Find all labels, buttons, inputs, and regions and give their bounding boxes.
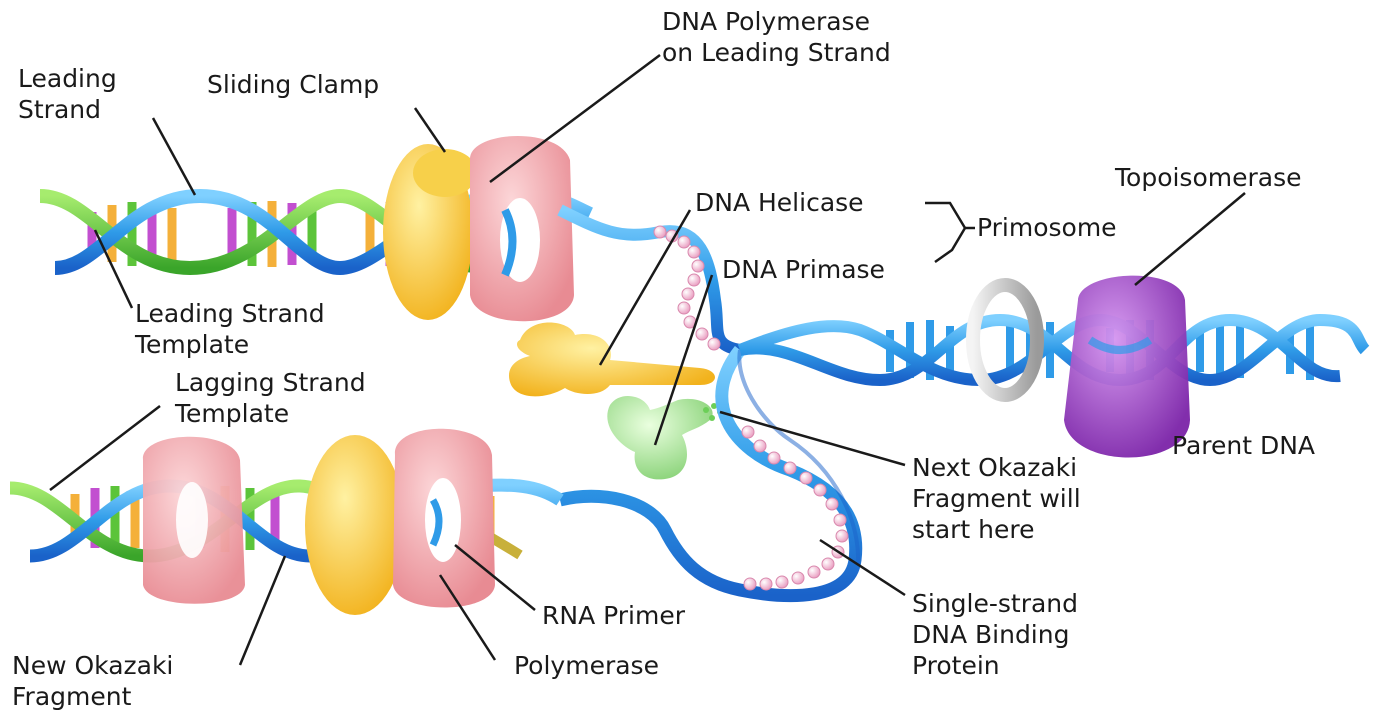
label-topoisomerase: Topoisomerase: [1115, 162, 1302, 193]
label-dna-polymerase-leading: DNA Polymerase on Leading Strand: [662, 6, 891, 68]
polymerase-lagging-left: [143, 437, 245, 604]
label-next-okazaki: Next Okazaki Fragment will start here: [912, 452, 1081, 545]
label-new-okazaki-line1: New Okazaki: [12, 650, 173, 681]
label-ssb-line2: DNA Binding: [912, 619, 1078, 650]
label-leading-strand: Leading Strand: [18, 63, 117, 125]
label-next-okazaki-line2: Fragment will: [912, 483, 1081, 514]
label-new-okazaki: New Okazaki Fragment: [12, 650, 173, 712]
polymerase-leading: [470, 136, 574, 321]
label-lagging-strand-template: Lagging Strand Template: [175, 367, 366, 429]
label-dna-primase: DNA Primase: [722, 254, 885, 285]
label-leading-strand-template-line1: Leading Strand: [135, 298, 325, 329]
parent-dna-helix: [740, 320, 1365, 380]
label-primosome: Primosome: [977, 212, 1117, 243]
label-sliding-clamp: Sliding Clamp: [207, 69, 379, 100]
label-new-okazaki-line2: Fragment: [12, 681, 173, 712]
label-rna-primer: RNA Primer: [542, 600, 685, 631]
label-leading-strand-line1: Leading: [18, 63, 117, 94]
label-parent-dna: Parent DNA: [1172, 430, 1315, 461]
sliding-clamp-bottom: [305, 435, 405, 615]
label-leading-strand-template-line2: Template: [135, 329, 325, 360]
label-dna-polymerase-line2: on Leading Strand: [662, 37, 891, 68]
label-dna-helicase: DNA Helicase: [695, 187, 864, 218]
label-lagging-strand-template-line2: Template: [175, 398, 366, 429]
label-next-okazaki-line1: Next Okazaki: [912, 452, 1081, 483]
label-dna-polymerase-line1: DNA Polymerase: [662, 6, 891, 37]
label-ssb-line3: Protein: [912, 650, 1078, 681]
label-lagging-strand-template-line1: Lagging Strand: [175, 367, 366, 398]
sliding-clamp-top: [383, 144, 477, 320]
label-leading-strand-template: Leading Strand Template: [135, 298, 325, 360]
label-ssb-line1: Single-strand: [912, 588, 1078, 619]
label-single-strand-binding: Single-strand DNA Binding Protein: [912, 588, 1078, 681]
label-leading-strand-line2: Strand: [18, 94, 117, 125]
label-next-okazaki-line3: start here: [912, 514, 1081, 545]
label-polymerase: Polymerase: [514, 650, 659, 681]
